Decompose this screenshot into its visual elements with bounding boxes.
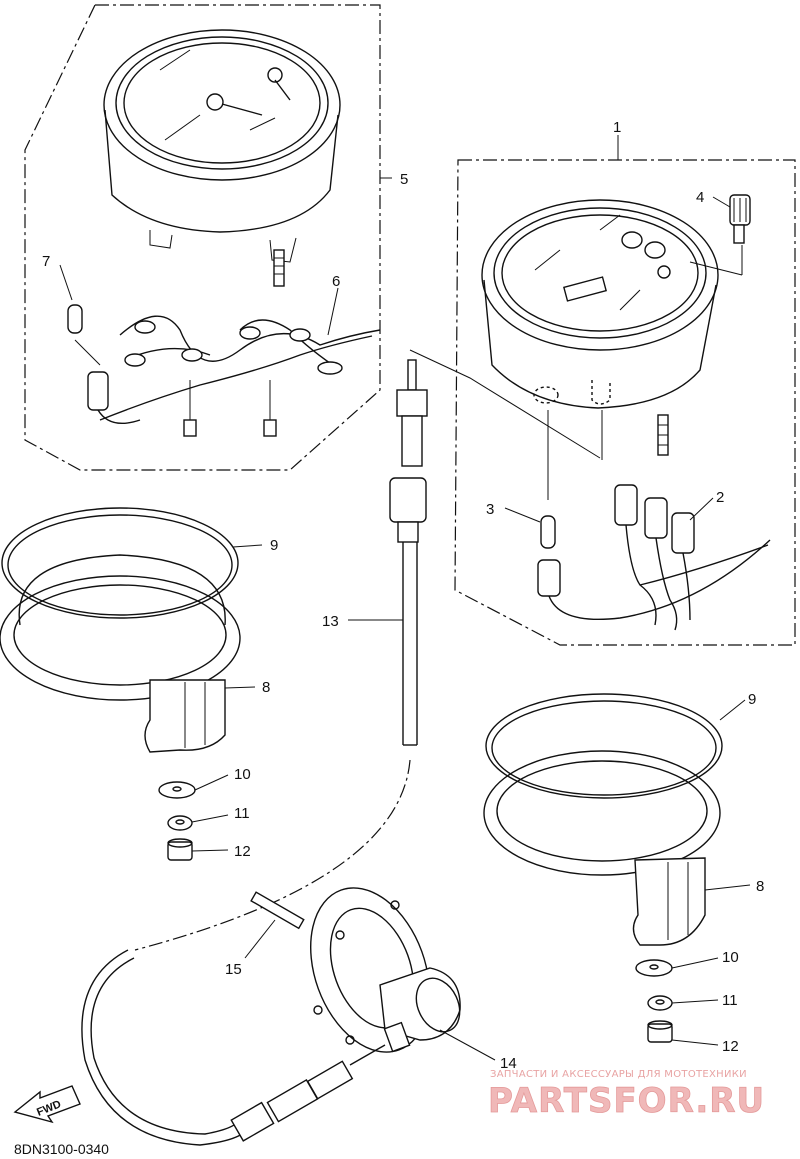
nut-12-right xyxy=(647,1020,673,1043)
washer-11-left xyxy=(167,815,193,831)
callout-9-right: 9 xyxy=(748,691,756,708)
screw-left xyxy=(183,380,197,437)
gauge-5-speedometer xyxy=(103,29,341,287)
cable-13 xyxy=(81,359,428,1146)
callout-15: 15 xyxy=(225,961,242,978)
bulb-3 xyxy=(537,515,771,621)
callout-11-left: 11 xyxy=(234,805,250,822)
callout-1: 1 xyxy=(613,119,621,136)
washer-10-right xyxy=(635,959,673,977)
harness-2 xyxy=(614,484,769,631)
group-1-outline xyxy=(454,159,796,646)
bracket-8-right xyxy=(483,750,721,946)
ring-9-left xyxy=(1,507,239,619)
callout-10-left: 10 xyxy=(234,766,251,783)
cable-fitting xyxy=(230,1044,386,1142)
bracket-8-left xyxy=(0,554,241,753)
callout-3: 3 xyxy=(486,501,494,518)
callout-10-right: 10 xyxy=(722,949,739,966)
callout-2: 2 xyxy=(716,489,724,506)
callout-7: 7 xyxy=(42,253,50,270)
callout-6: 6 xyxy=(332,273,340,290)
drawing-code: 8DN3100-0340 xyxy=(14,1141,109,1157)
leader-lines xyxy=(409,349,603,500)
leader-lines-callouts xyxy=(59,135,751,1061)
callout-8-right: 8 xyxy=(756,878,764,895)
callout-5: 5 xyxy=(400,171,408,188)
group-5-outline xyxy=(24,4,381,471)
gauge-1-tachometer xyxy=(481,199,719,456)
harness-6 xyxy=(99,315,381,421)
callout-8-left: 8 xyxy=(262,679,270,696)
gear-unit-14 xyxy=(310,887,461,1053)
washer-11-right xyxy=(647,995,673,1011)
pin-15 xyxy=(250,891,305,930)
bulb-7 xyxy=(67,304,141,424)
callout-12-left: 12 xyxy=(234,843,251,860)
washer-10-left xyxy=(158,781,196,799)
callout-14: 14 xyxy=(500,1055,517,1072)
fwd-arrow-icon: FWD xyxy=(13,1085,81,1124)
callout-12-right: 12 xyxy=(722,1038,739,1055)
callout-11-right: 11 xyxy=(722,992,738,1009)
nut-12-left xyxy=(167,838,193,861)
callout-4: 4 xyxy=(696,189,704,206)
ring-9-right xyxy=(485,693,723,799)
callout-13: 13 xyxy=(322,613,339,630)
watermark-brand: PARTSFOR.RU xyxy=(488,1081,765,1121)
screw-right xyxy=(263,380,277,437)
callout-9-left: 9 xyxy=(270,537,278,554)
watermark-tagline: ЗАПЧАСТИ И АКСЕССУАРЫ ДЛЯ МОТОТЕХНИКИ xyxy=(490,1069,747,1080)
knob-4 xyxy=(689,194,751,276)
